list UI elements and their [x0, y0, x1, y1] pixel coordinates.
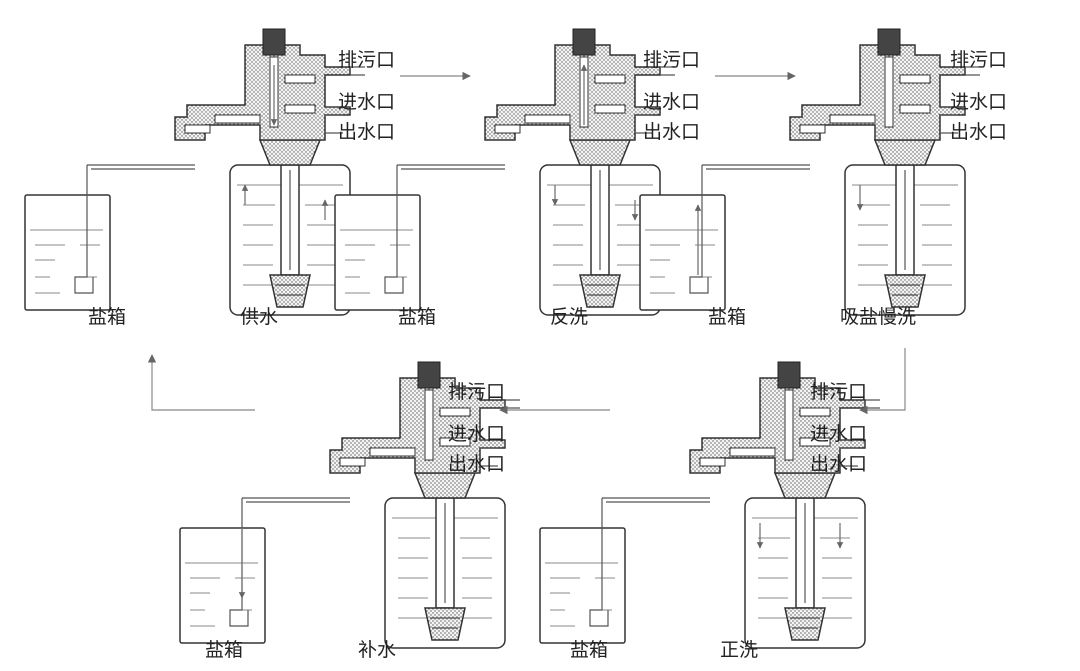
port-labels-unit-2: 排污口 进水口 出水口: [643, 49, 700, 143]
stage-unit-fastrinse: [539, 361, 881, 649]
port-labels-unit-3: 排污口 进水口 出水口: [950, 49, 1007, 143]
cycle-arrows: [147, 71, 906, 415]
outlet-port-label: 出水口: [338, 121, 395, 143]
outlet-port-label: 出水口: [810, 453, 867, 475]
brine-tank-label: 盐箱: [708, 306, 746, 328]
drain-port-label: 排污口: [448, 381, 505, 403]
brine-tank-label: 盐箱: [398, 306, 436, 328]
stage-name-label: 正洗: [720, 639, 758, 661]
outlet-port-label: 出水口: [950, 121, 1007, 143]
port-labels-unit-5: 排污口 进水口 出水口: [810, 381, 867, 475]
drain-port-label: 排污口: [810, 381, 867, 403]
outlet-port-label: 出水口: [448, 453, 505, 475]
stage-labels: 盐箱 供水 盐箱 反洗 盐箱 吸盐慢洗 盐箱 补水 盐箱 正洗: [88, 306, 916, 661]
port-labels-unit-4: 排污口 进水口 出水口: [448, 381, 505, 475]
stage-unit-brine: [639, 28, 981, 316]
brine-tank-label: 盐箱: [205, 639, 243, 661]
brine-tank-label: 盐箱: [88, 306, 126, 328]
drain-port-label: 排污口: [338, 49, 395, 71]
port-labels-unit-1: 排污口 进水口 出水口: [338, 49, 395, 143]
stage-unit-backwash: [334, 28, 676, 316]
drain-port-label: 排污口: [950, 49, 1007, 71]
stage-name-label: 补水: [358, 639, 396, 661]
stage-name-label: 吸盐慢洗: [840, 306, 916, 328]
outlet-port-label: 出水口: [643, 121, 700, 143]
stage-unit-service: [24, 28, 366, 316]
drain-port-label: 排污口: [643, 49, 700, 71]
stage-name-label: 供水: [240, 306, 278, 328]
inlet-port-label: 进水口: [448, 423, 505, 445]
stage-name-label: 反洗: [550, 306, 588, 328]
brine-tank-label: 盐箱: [570, 639, 608, 661]
stage-unit-refill: [179, 361, 521, 649]
inlet-port-label: 进水口: [810, 423, 867, 445]
inlet-port-label: 进水口: [338, 91, 395, 113]
inlet-port-label: 进水口: [643, 91, 700, 113]
inlet-port-label: 进水口: [950, 91, 1007, 113]
